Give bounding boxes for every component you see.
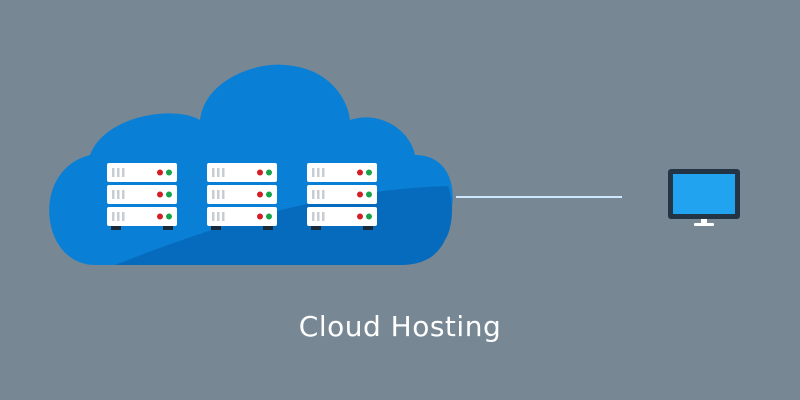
status-led-red [157,169,163,176]
server-unit [107,185,177,204]
server-vent-slot [117,212,120,221]
status-led-red [357,191,363,198]
server-unit [107,207,177,226]
server-unit [307,185,377,204]
server-vent-slot [212,168,215,177]
server-unit [307,163,377,182]
server-vent-slot [322,212,325,221]
status-led-green [266,169,272,176]
rack-foot [311,226,321,230]
status-led-green [366,213,372,220]
server-vent-slot [312,212,315,221]
server-vent-slot [322,168,325,177]
server-unit [307,207,377,226]
server-vent-slot [217,168,220,177]
monitor-stand [694,223,714,226]
server-vent-slot [112,190,115,199]
server-unit [207,207,277,226]
server-vent-slot [317,190,320,199]
server-vent-slot [217,190,220,199]
server-vent-slot [222,168,225,177]
status-led-red [157,213,163,220]
server-vent-slot [112,212,115,221]
server-vent-slot [112,168,115,177]
status-led-red [357,169,363,176]
rack-foot [111,226,121,230]
status-led-green [366,169,372,176]
server-rack-3 [307,163,377,230]
status-led-red [257,169,263,176]
monitor-screen [673,174,735,214]
server-vent-slot [117,190,120,199]
rack-foot [211,226,221,230]
server-rack-1 [107,163,177,230]
server-vent-slot [312,168,315,177]
server-vent-slot [317,168,320,177]
server-racks [107,163,377,230]
status-led-red [157,191,163,198]
rack-foot [363,226,373,230]
server-vent-slot [312,190,315,199]
server-vent-slot [222,212,225,221]
status-led-red [257,213,263,220]
monitor-neck [701,219,707,224]
server-vent-slot [117,168,120,177]
server-vent-slot [317,212,320,221]
server-vent-slot [222,190,225,199]
status-led-red [257,191,263,198]
server-vent-slot [217,212,220,221]
status-led-green [266,191,272,198]
rack-foot [263,226,273,230]
server-unit [207,163,277,182]
desktop-monitor-icon [668,169,740,226]
server-vent-slot [212,190,215,199]
server-vent-slot [212,212,215,221]
diagram-caption: Cloud Hosting [298,310,502,343]
status-led-green [266,213,272,220]
status-led-green [166,213,172,220]
server-unit [207,185,277,204]
server-rack-2 [207,163,277,230]
status-led-green [166,191,172,198]
status-led-green [366,191,372,198]
server-vent-slot [122,168,125,177]
status-led-green [166,169,172,176]
server-vent-slot [122,212,125,221]
status-led-red [357,213,363,220]
server-vent-slot [122,190,125,199]
server-vent-slot [322,190,325,199]
server-unit [107,163,177,182]
rack-foot [163,226,173,230]
